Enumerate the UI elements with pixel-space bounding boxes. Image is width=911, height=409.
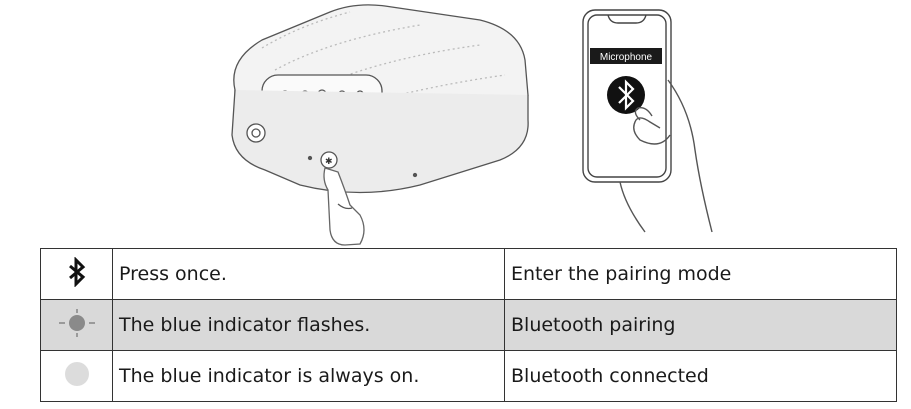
icon-cell — [40, 299, 113, 351]
table-row: The blue indicator is always on. Bluetoo… — [40, 350, 897, 402]
bluetooth-icon — [68, 255, 85, 288]
action-cell: The blue indicator is always on. — [112, 350, 505, 402]
phone-label-bar — [590, 48, 662, 64]
result-cell: Bluetooth connected — [504, 350, 897, 402]
icon-cell — [40, 350, 113, 402]
steady-indicator-icon — [64, 361, 89, 386]
action-cell: The blue indicator flashes. — [112, 299, 505, 351]
result-cell: Enter the pairing mode — [504, 248, 897, 300]
illustration-svg: ✱ Microphone — [231, 4, 713, 246]
svg-text:✱: ✱ — [325, 157, 333, 167]
icon-cell — [40, 248, 113, 300]
flashing-indicator-icon — [58, 308, 95, 337]
bluetooth-icon — [618, 79, 635, 111]
action-cell: Press once. — [112, 248, 505, 300]
result-cell: Bluetooth pairing — [504, 299, 897, 351]
phone-label: Microphone — [600, 52, 653, 63]
table-row: Press once. Enter the pairing mode — [40, 248, 897, 300]
phone-illustration: Microphone — [582, 9, 713, 233]
pairing-steps-table: Press once. Enter the pairing mode The b… — [40, 248, 897, 402]
speakerphone-illustration: ✱ — [231, 4, 529, 246]
illustrations: ✱ Microphone — [231, 4, 713, 246]
table-row: The blue indicator flashes. Bluetooth pa… — [40, 299, 897, 351]
